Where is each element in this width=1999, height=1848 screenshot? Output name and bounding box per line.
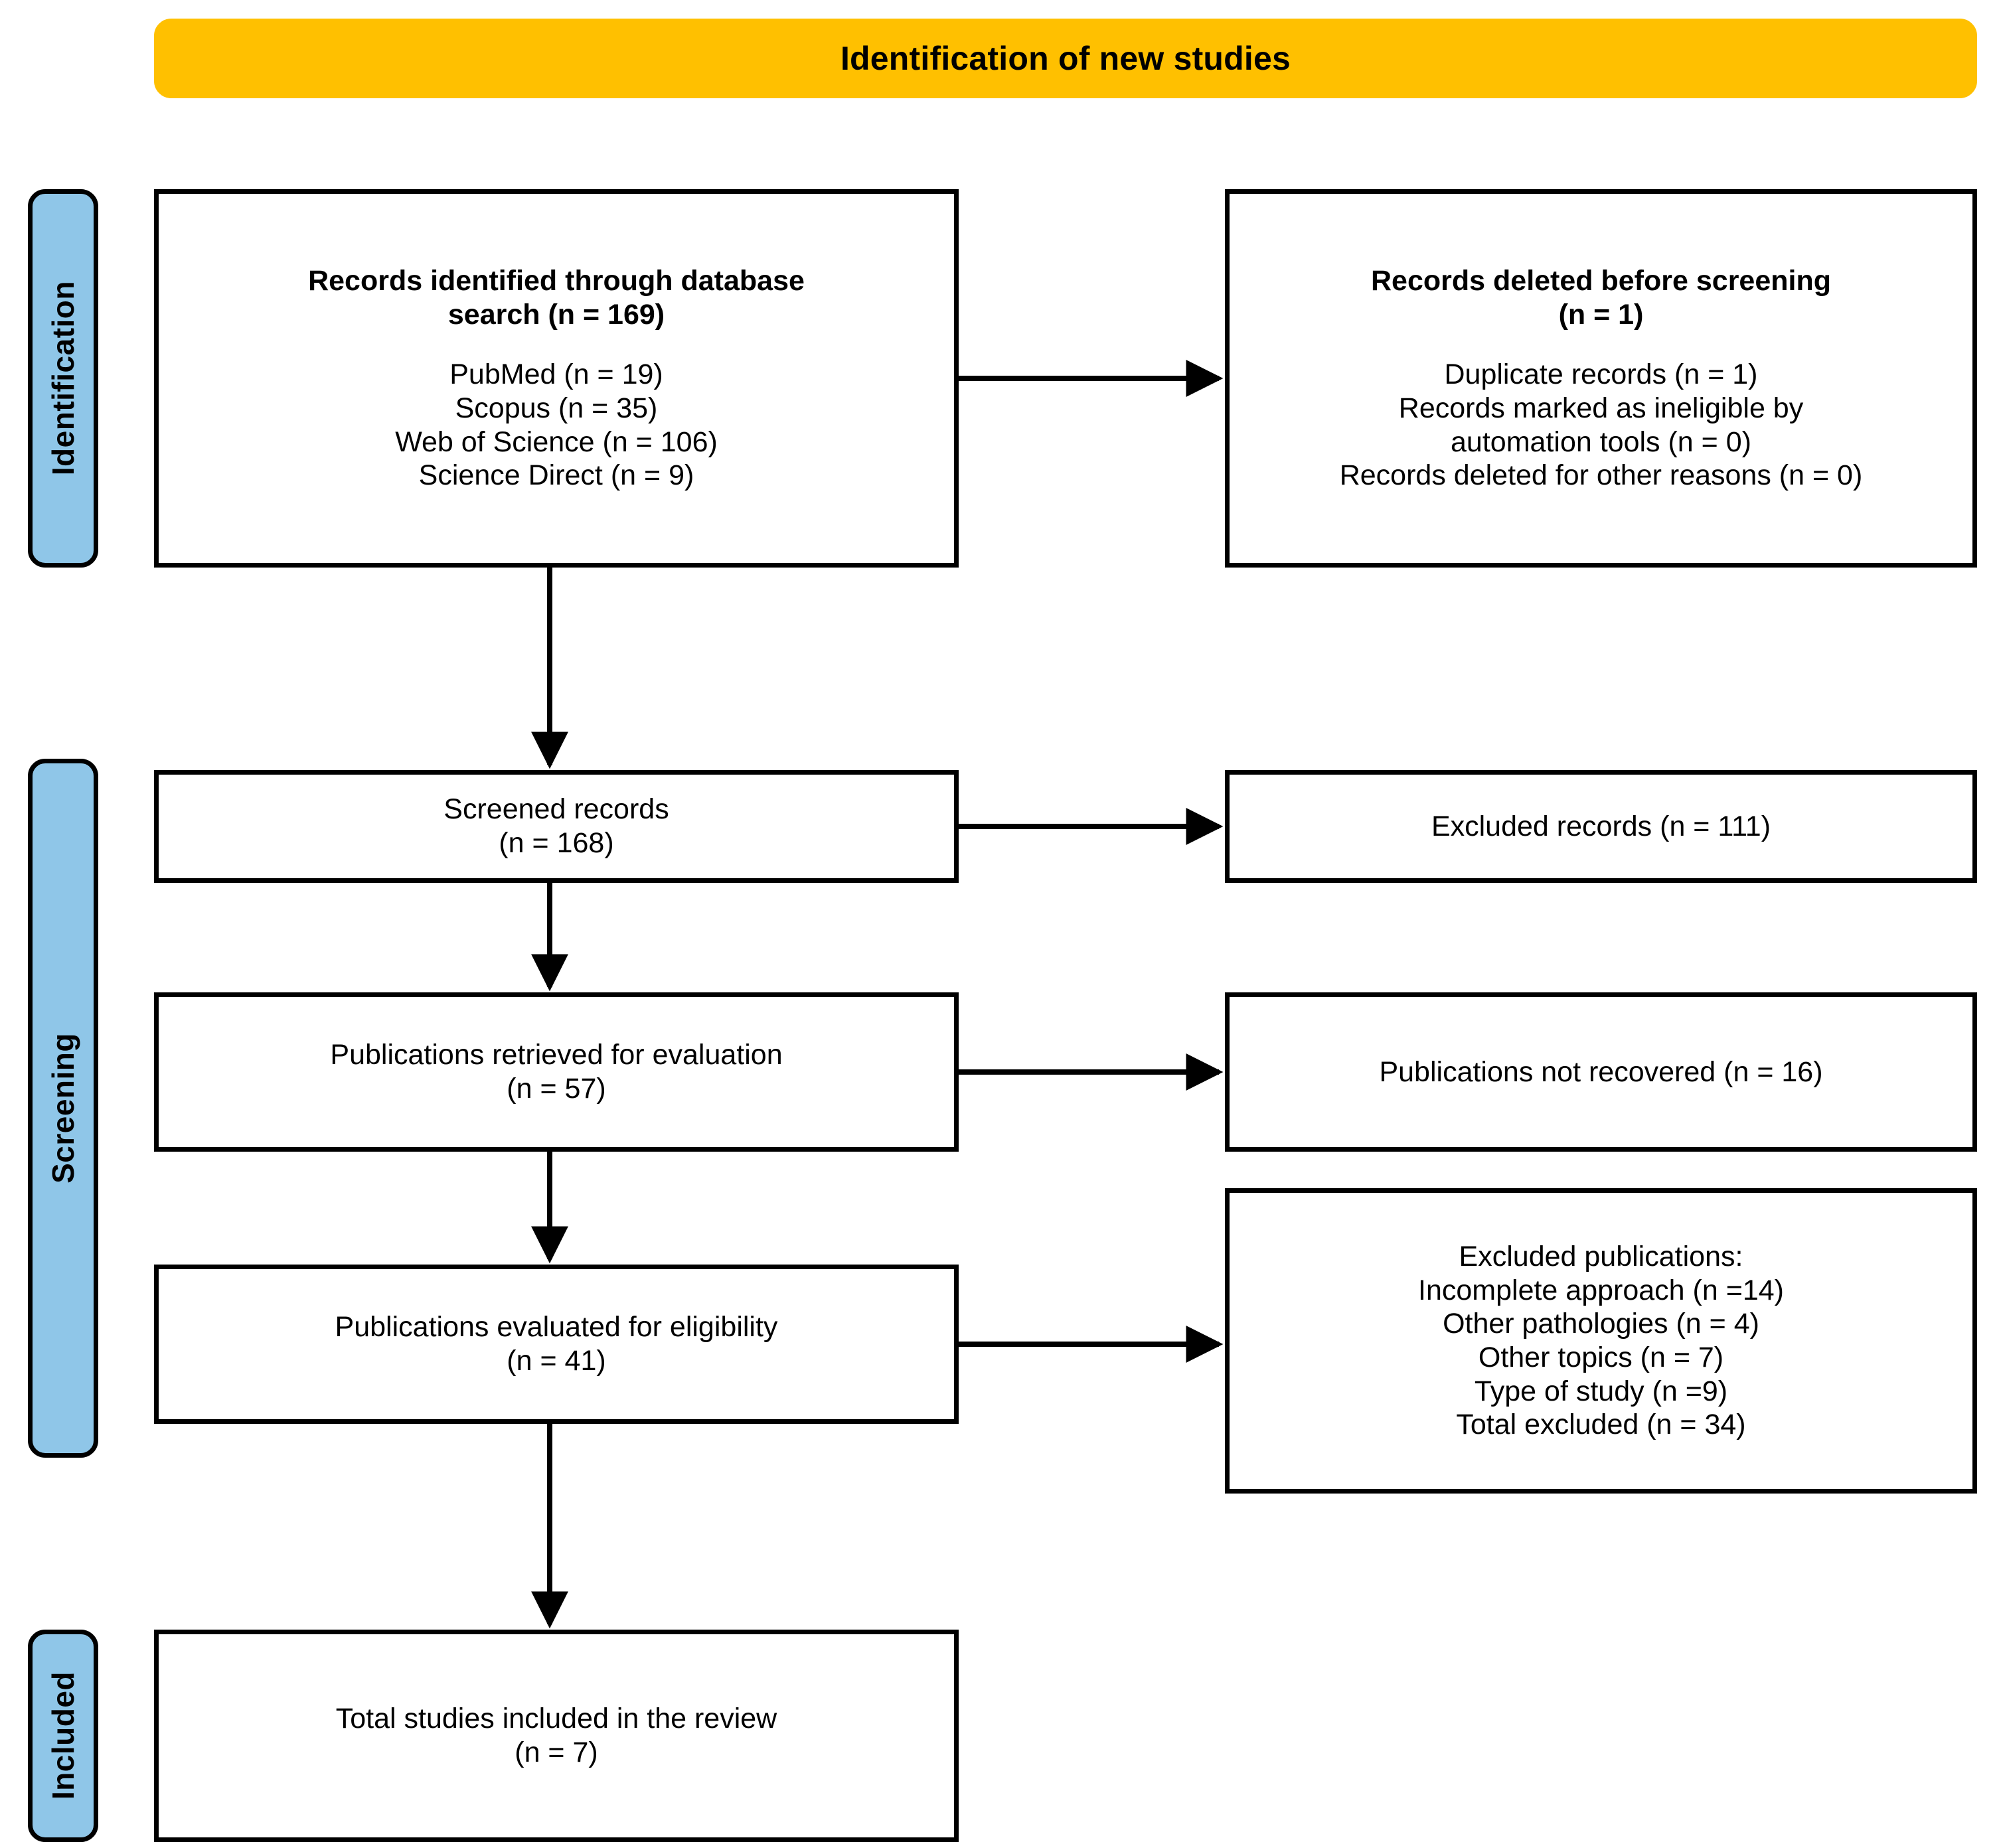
excluded-publications-item-total-excluded: Total excluded (n = 34) (1456, 1409, 1746, 1441)
stage-label-identification: Identification (28, 189, 98, 568)
box-screened-records: Screened records (n = 168) (154, 770, 959, 883)
box-excluded-publications: Excluded publications: Incomplete approa… (1225, 1188, 1977, 1494)
records-identified-source-web-of-science: Web of Science (n = 106) (395, 425, 718, 458)
records-deleted-reason-other: Records deleted for other reasons (n = 0… (1339, 459, 1863, 492)
records-deleted-title-line1: Records deleted before screening (1371, 264, 1831, 297)
excluded-publications-item-type-of-study: Type of study (n =9) (1474, 1375, 1728, 1407)
excluded-publications-item-other-topics: Other topics (n = 7) (1478, 1342, 1724, 1373)
banner-title: Identification of new studies (840, 40, 1291, 77)
box-publications-retrieved: Publications retrieved for evaluation (n… (154, 992, 959, 1152)
box-excluded-records: Excluded records (n = 111) (1225, 770, 1977, 883)
box-records-deleted-before-screening: Records deleted before screening (n = 1)… (1225, 189, 1977, 568)
records-identified-source-scopus: Scopus (n = 35) (455, 392, 658, 424)
screened-records-label: Screened records (443, 793, 669, 826)
excluded-records-label: Excluded records (n = 111) (1431, 810, 1771, 842)
identification-banner: Identification of new studies (154, 19, 1977, 98)
records-identified-title-line1: Records identified through database (308, 264, 805, 297)
publications-retrieved-count: (n = 57) (507, 1073, 606, 1105)
included-studies-count: (n = 7) (515, 1736, 598, 1768)
publications-eligibility-label: Publications evaluated for eligibility (335, 1311, 778, 1344)
screened-records-count: (n = 168) (499, 827, 614, 859)
excluded-publications-item-other-pathologies: Other pathologies (n = 4) (1443, 1308, 1759, 1340)
stage-label-included: Included (28, 1630, 98, 1842)
publications-not-recovered-label: Publications not recovered (n = 16) (1379, 1055, 1823, 1088)
records-deleted-reason-ineligible-line1: Records marked as ineligible by (1398, 392, 1804, 424)
stage-included-text: Included (46, 1671, 80, 1800)
records-deleted-title-line2: (n = 1) (1558, 298, 1644, 331)
box-records-identified: Records identified through database sear… (154, 189, 959, 568)
records-identified-source-science-direct: Science Direct (n = 9) (418, 459, 694, 492)
records-deleted-reason-ineligible-line2: automation tools (n = 0) (1451, 425, 1751, 458)
box-publications-not-recovered: Publications not recovered (n = 16) (1225, 992, 1977, 1152)
stage-identification-text: Identification (46, 281, 80, 476)
box-publications-evaluated-for-eligibility: Publications evaluated for eligibility (… (154, 1265, 959, 1424)
included-studies-label: Total studies included in the review (335, 1703, 777, 1735)
records-deleted-reason-duplicates: Duplicate records (n = 1) (1444, 358, 1758, 391)
publications-eligibility-count: (n = 41) (507, 1345, 606, 1377)
stage-screening-text: Screening (46, 1033, 80, 1184)
publications-retrieved-label: Publications retrieved for evaluation (330, 1039, 783, 1071)
box-total-studies-included: Total studies included in the review (n … (154, 1630, 959, 1842)
records-identified-source-pubmed: PubMed (n = 19) (449, 358, 663, 391)
excluded-publications-heading: Excluded publications: (1459, 1240, 1743, 1272)
excluded-publications-item-incomplete-approach: Incomplete approach (n =14) (1418, 1274, 1784, 1306)
stage-label-screening: Screening (28, 759, 98, 1458)
records-identified-title-line2: search (n = 169) (447, 298, 665, 331)
